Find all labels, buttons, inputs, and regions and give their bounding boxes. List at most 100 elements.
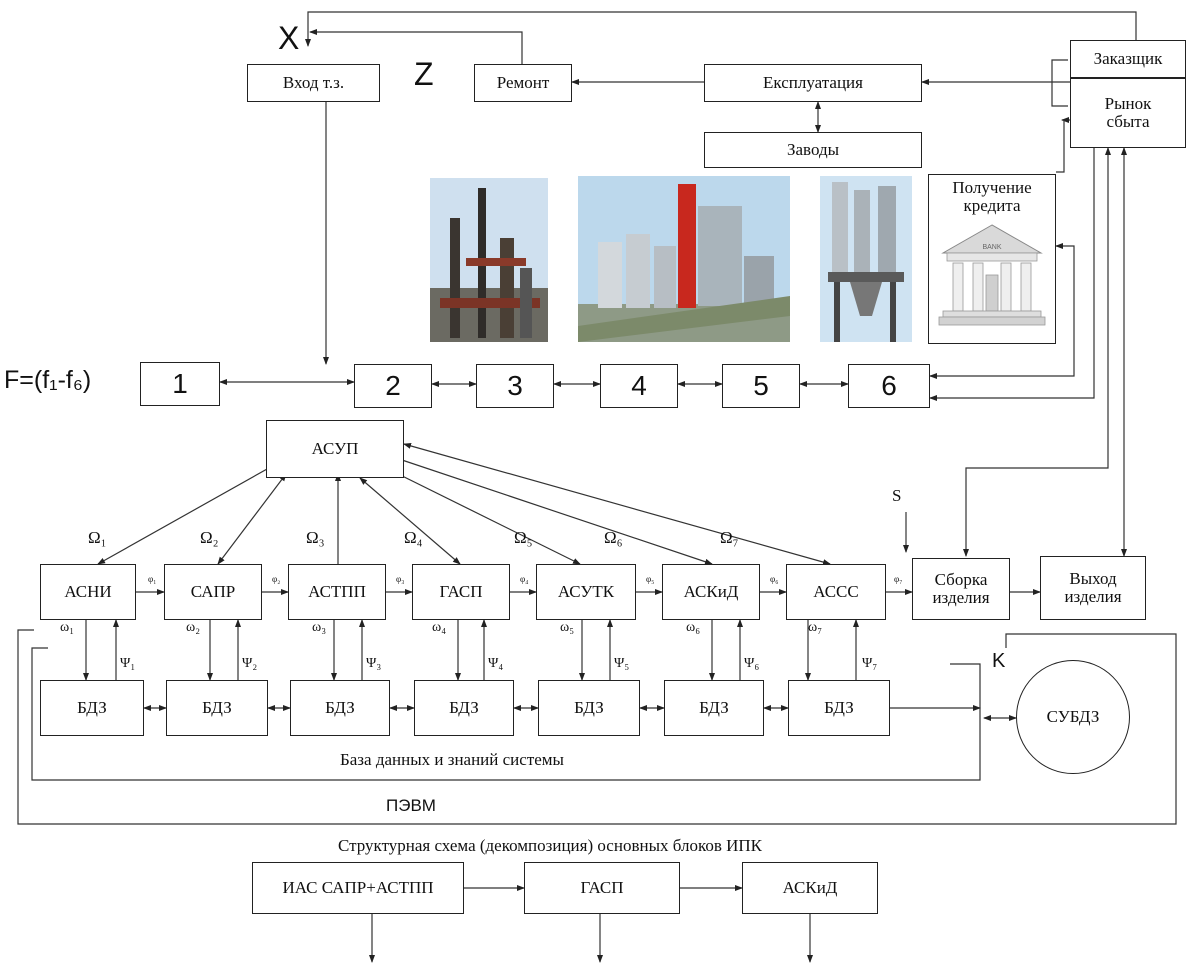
vyhod-label: Выход изделия [1064, 569, 1122, 606]
subdz-circle: СУБДЗ [1016, 660, 1130, 774]
stage-1-label: 1 [172, 368, 188, 400]
bdz-label-2: БДЗ [202, 698, 232, 718]
remont-box: Ремонт [474, 64, 572, 102]
refinery-photo [430, 178, 548, 342]
sborka-label: Сборка изделия [932, 570, 990, 607]
omega-7: Ω₇ [720, 528, 739, 547]
bottom-ias-box: ИАС САПР+АСТПП [252, 862, 464, 914]
stage-6-box: 6 [848, 364, 930, 408]
subsystem-asttp: АСТПП [288, 564, 386, 620]
remont-label: Ремонт [496, 73, 550, 93]
psi-4: Ψ₄ [488, 656, 504, 671]
subsystem-askid: АСКиД [662, 564, 760, 620]
bdz-label-6: БДЗ [699, 698, 729, 718]
stage-1-box: 1 [140, 362, 220, 406]
stage-6-label: 6 [881, 370, 897, 402]
bank-sign-text: BANK [982, 244, 1001, 251]
phi-1: φ₁ [148, 574, 157, 584]
f-label: F=(f₁-f₆) [4, 366, 92, 394]
stage-2-label: 2 [385, 370, 401, 402]
bottom-gasp-label: ГАСП [580, 878, 624, 898]
s-label: S [892, 486, 902, 505]
omega-3: Ω₃ [306, 528, 325, 547]
subsystem-asni-label: АСНИ [64, 582, 112, 602]
stage-5-label: 5 [753, 370, 769, 402]
small-omega-3: ω₃ [312, 620, 327, 635]
bank-building-icon: BANK [938, 224, 1046, 326]
phi-7: φ₇ [894, 574, 903, 584]
bdz-box-3: БДЗ [290, 680, 390, 736]
rynok-sbyta-label: Рынок сбыта [1104, 94, 1152, 131]
phi-4: φ₄ [520, 574, 529, 584]
omega-4: Ω₄ [404, 528, 423, 547]
omega-5: Ω₅ [514, 528, 533, 547]
phi-3: φ₃ [396, 574, 405, 584]
bottom-askid-box: АСКиД [742, 862, 878, 914]
subsystem-asutk: АСУТК [536, 564, 636, 620]
stage-4-label: 4 [631, 370, 647, 402]
vyhod-box: Выход изделия [1040, 556, 1146, 620]
vhod-tz-box: Вход т.з. [247, 64, 380, 102]
bdz-box-6: БДЗ [664, 680, 764, 736]
omega-1: Ω₁ [88, 528, 107, 547]
pevm-label: ПЭВМ [386, 796, 436, 815]
kredit-box: Получение кредита BANK [928, 174, 1056, 344]
bdz-box-2: БДЗ [166, 680, 268, 736]
subsystem-asss-label: АССС [813, 582, 859, 602]
small-omega-5: ω₅ [560, 620, 575, 635]
psi-7: Ψ₇ [862, 656, 878, 671]
silo-plant-photo [820, 176, 912, 342]
subsystem-gasp: ГАСП [412, 564, 510, 620]
phi-2: φ₂ [272, 574, 281, 584]
subsystem-asni: АСНИ [40, 564, 136, 620]
omega-6: Ω₆ [604, 528, 623, 547]
x-label: X [278, 20, 300, 56]
stage-2-box: 2 [354, 364, 432, 408]
small-omega-4: ω₄ [432, 620, 447, 635]
zakazchik-label: Заказщик [1093, 49, 1163, 69]
stage-4-box: 4 [600, 364, 678, 408]
psi-6: Ψ₆ [744, 656, 760, 671]
bdz-label-4: БДЗ [449, 698, 479, 718]
baza-label: База данных и знаний системы [340, 750, 564, 769]
asphalt-plant-photo [578, 176, 790, 342]
z-label: Z [414, 56, 434, 92]
bdz-box-4: БДЗ [414, 680, 514, 736]
subdz-label: СУБДЗ [1046, 707, 1100, 727]
ekspluatatsiya-box: Експлуатация [704, 64, 922, 102]
subsystem-sapr: САПР [164, 564, 262, 620]
phi-6: φ₆ [770, 574, 779, 584]
vhod-tz-label: Вход т.з. [282, 73, 345, 93]
asup-label: АСУП [311, 439, 359, 459]
bdz-label-1: БДЗ [77, 698, 107, 718]
subsystem-gasp-label: ГАСП [439, 582, 483, 602]
zavody-label: Заводы [786, 140, 840, 160]
phi-5: φ₅ [646, 574, 655, 584]
sborka-box: Сборка изделия [912, 558, 1010, 620]
k-label: K [992, 650, 1006, 672]
bdz-label-5: БДЗ [574, 698, 604, 718]
bottom-gasp-box: ГАСП [524, 862, 680, 914]
zakazchik-box: Заказщик [1070, 40, 1186, 78]
psi-2: Ψ₂ [242, 656, 258, 671]
omega-2: Ω₂ [200, 528, 219, 547]
asup-box: АСУП [266, 420, 404, 478]
small-omega-7: ω₇ [808, 620, 823, 635]
bdz-label-3: БДЗ [325, 698, 355, 718]
psi-5: Ψ₅ [614, 656, 630, 671]
bottom-ias-label: ИАС САПР+АСТПП [282, 878, 434, 898]
subsystem-sapr-label: САПР [190, 582, 236, 602]
stage-3-box: 3 [476, 364, 554, 408]
psi-1: Ψ₁ [120, 656, 136, 671]
subsystem-asss: АССС [786, 564, 886, 620]
psi-3: Ψ₃ [366, 656, 382, 671]
bdz-box-1: БДЗ [40, 680, 144, 736]
bdz-label-7: БДЗ [824, 698, 854, 718]
poluchenie-kredita-label: Получение кредита [952, 178, 1032, 215]
zavody-box: Заводы [704, 132, 922, 168]
diagram-caption: Структурная схема (декомпозиция) основны… [338, 836, 763, 855]
subsystem-asutk-label: АСУТК [557, 582, 615, 602]
bottom-askid-label: АСКиД [782, 878, 838, 898]
